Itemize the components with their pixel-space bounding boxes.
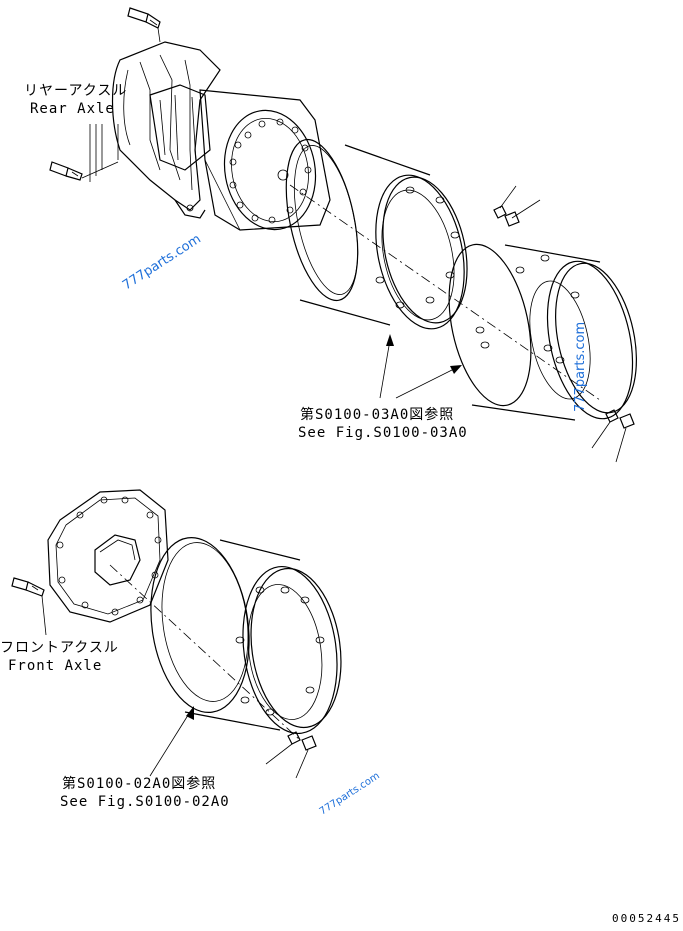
drawing-code: 00052445 [612, 912, 681, 925]
front-rim[interactable] [140, 531, 350, 739]
rear-ref-label-en: See Fig.S0100-03A0 [298, 425, 468, 441]
rear-centerline [289, 184, 601, 401]
watermark-3: 777parts.com [318, 771, 382, 818]
rear-inner-rim[interactable] [274, 133, 480, 337]
front-ref-label-en: See Fig.S0100-02A0 [60, 794, 230, 810]
rear-axle-leaders [81, 124, 119, 182]
front-ref-label-jp: 第S0100-02A0図参照 [62, 775, 216, 792]
rear-ref-label-jp: 第S0100-03A0図参照 [300, 406, 454, 423]
front-centerline [109, 564, 301, 741]
front-nut[interactable] [265, 731, 317, 779]
rear-axle-label-jp: リヤーアクスル [24, 83, 127, 99]
front-axle-leader [41, 595, 47, 636]
rear-axle-hub[interactable] [111, 7, 331, 237]
watermark-1: 777parts.com [120, 232, 204, 294]
rear-axle-label-en: Rear Axle [30, 101, 115, 117]
front-axle-label-en: Front Axle [8, 658, 102, 674]
rear-side-bolt[interactable] [49, 161, 83, 181]
front-axle-label-jp: フロントアクスル [0, 640, 119, 656]
rear-nut-lower[interactable] [591, 409, 635, 463]
watermark-2: 777parts.com [573, 322, 588, 412]
front-axle-hub[interactable] [47, 489, 169, 623]
front-side-bolt[interactable] [11, 577, 45, 597]
rear-top-bolt[interactable] [127, 7, 161, 29]
rear-nut-upper[interactable] [493, 185, 541, 227]
rear-ref-arrows [379, 334, 462, 399]
front-ref-arrow [149, 706, 194, 777]
rear-outer-rim[interactable] [436, 237, 649, 427]
